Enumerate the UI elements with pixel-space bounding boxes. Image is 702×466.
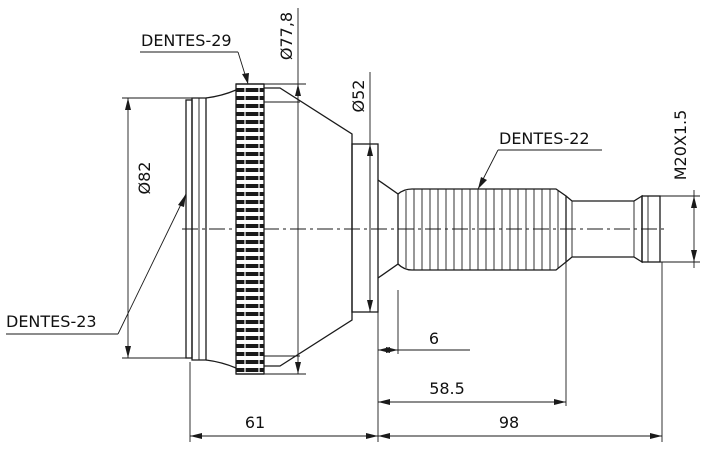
- bell-cone-body: [264, 87, 353, 367]
- callout-teeth-22-leader: [477, 149, 602, 190]
- dim-dia-77-8-text: Ø77,8: [277, 12, 296, 60]
- dim-len-98-text: 98: [499, 413, 519, 432]
- length-extension-lines: [189, 262, 663, 442]
- dim-thread: [660, 190, 700, 268]
- abs-gear-ring: [235, 83, 265, 375]
- dim-dia-52: [367, 72, 373, 312]
- dim-dia-77-8: [264, 8, 306, 375]
- dim-len-58-5: [378, 399, 566, 405]
- dim-dia-52-text: Ø52: [349, 80, 368, 113]
- dim-len-61-text: 61: [245, 413, 265, 432]
- callout-teeth-23: DENTES-23: [6, 312, 97, 331]
- dim-dia-82: [122, 97, 192, 359]
- shaft-collar: [351, 143, 399, 313]
- callout-teeth-23-leader: [6, 193, 187, 335]
- dim-len-6-text: 6: [429, 329, 439, 348]
- threaded-end: [565, 194, 661, 264]
- dim-thread-text: M20X1.5: [671, 110, 690, 181]
- callout-teeth-29-leader: [140, 51, 249, 85]
- dim-len-58-5-text: 58.5: [429, 379, 465, 398]
- callout-teeth-22: DENTES-22: [499, 129, 590, 148]
- callout-teeth-29: DENTES-29: [141, 31, 232, 50]
- dim-len-6: [378, 347, 470, 353]
- dim-dia-82-text: Ø82: [135, 162, 154, 195]
- dim-len-98: [378, 433, 662, 439]
- splined-shaft: [397, 188, 567, 271]
- dim-len-61: [190, 433, 378, 439]
